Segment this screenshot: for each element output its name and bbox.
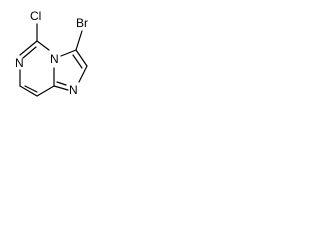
c7-c8-bond bbox=[19, 85, 38, 97]
n1-c8a-bond-inner bbox=[56, 81, 67, 86]
bridgehead-nitrogen-label: N bbox=[50, 52, 59, 66]
n4-c3-bond bbox=[60, 49, 77, 57]
structure-diagram: Cl Br N N N bbox=[0, 0, 142, 132]
c7-c8-bond-inner bbox=[24, 85, 38, 93]
molecule-svg: Cl Br N N N bbox=[15, 9, 88, 97]
imidazole-nitrogen-label: N bbox=[69, 83, 78, 97]
c5-n6-bond bbox=[19, 40, 38, 56]
chlorine-label: Cl bbox=[30, 9, 41, 23]
c3-c2-bond bbox=[75, 49, 88, 67]
c5-n6-bond-inner bbox=[22, 46, 37, 59]
bromine-label: Br bbox=[76, 16, 88, 30]
bonds bbox=[19, 23, 88, 97]
n4-c5-bond bbox=[36, 40, 50, 51]
c3-br-bond bbox=[75, 30, 83, 51]
pyrimidine-nitrogen-label: N bbox=[15, 56, 24, 70]
c3-c2-bond-inner bbox=[72, 54, 83, 69]
c2-n1-bond bbox=[78, 65, 88, 83]
n1-c8a-bond bbox=[53, 85, 69, 91]
c8-c8a-bond bbox=[36, 85, 55, 97]
